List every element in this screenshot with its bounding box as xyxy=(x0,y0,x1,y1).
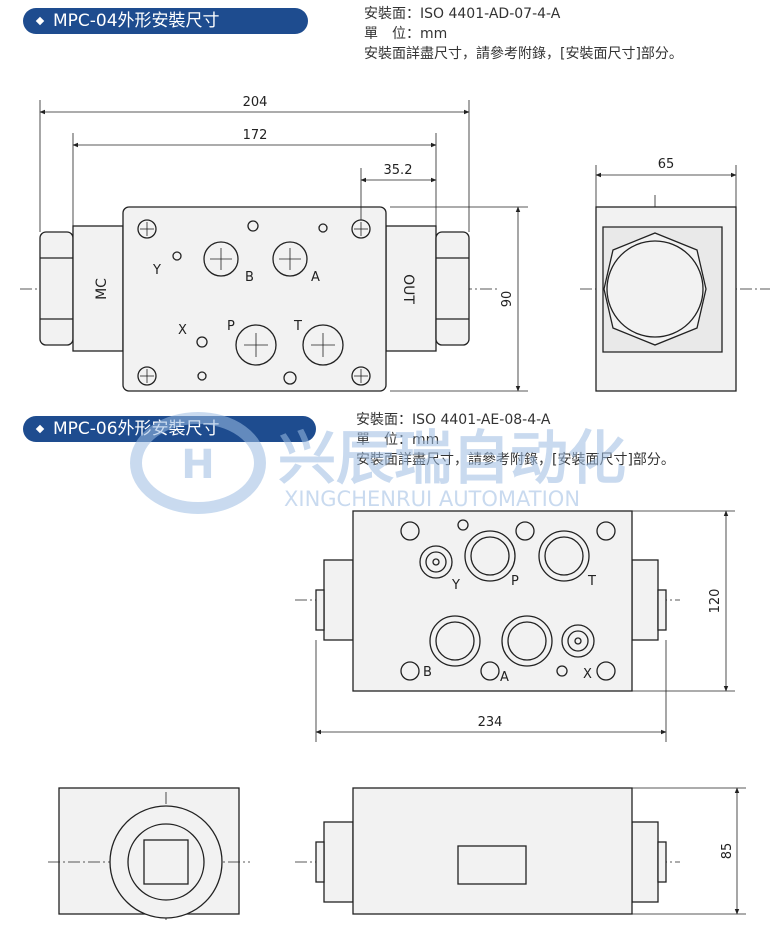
mpc04-port-x: X xyxy=(178,323,187,338)
section1-title: MPC-04外形安裝尺寸 xyxy=(53,11,220,31)
mpc04-dim-offset: 35.2 xyxy=(384,163,413,178)
mpc04-port-b: B xyxy=(245,270,254,285)
mpc04-port-labels: Y B A X P T xyxy=(152,263,320,338)
section2-spec-line-1: 安裝面：ISO 4401-AE-08-4-A xyxy=(356,412,551,428)
mpc06-side-view xyxy=(295,787,746,915)
mpc06-top-view xyxy=(295,510,735,742)
watermark: H 兴辰瑞自动化 XINGCHENRUI AUTOMATION xyxy=(130,412,626,514)
mpc04-dim-body: 172 xyxy=(243,128,268,143)
section1-spec-line-2: 單 位：mm xyxy=(364,26,448,42)
mpc06-port-x: X xyxy=(583,667,592,682)
mpc06-port-t: T xyxy=(587,574,596,589)
mpc06-port-b: B xyxy=(423,665,432,680)
section1-spec: 安裝面：ISO 4401-AD-07-4-A 單 位：mm 安裝面詳盡尺寸，請參… xyxy=(364,4,683,64)
watermark-en: XINGCHENRUI AUTOMATION xyxy=(284,487,580,511)
mpc04-dim-height: 90 xyxy=(500,291,515,308)
watermark-logo-icon xyxy=(130,412,266,514)
mpc06-dim-side-height: 85 xyxy=(720,843,735,860)
mpc04-dim-overall: 204 xyxy=(243,95,268,110)
watermark-logo-mark: H xyxy=(181,442,214,488)
mpc04-side-view xyxy=(580,165,770,392)
mpc04-port-y: Y xyxy=(152,263,161,278)
section1-spec-line-3: 安裝面詳盡尺寸，請參考附錄，[安裝面尺寸]部分。 xyxy=(364,46,683,62)
mpc04-port-p: P xyxy=(227,319,235,334)
mpc04-label-out: OUT xyxy=(400,274,416,304)
mpc06-port-a: A xyxy=(500,670,509,685)
mpc04-port-a: A xyxy=(311,270,320,285)
mpc04-front-view xyxy=(20,206,500,392)
section2-spec: 安裝面：ISO 4401-AE-08-4-A 單 位：mm 安裝面詳盡尺寸，請參… xyxy=(356,410,675,470)
mpc06-dim-height: 120 xyxy=(708,589,723,614)
mpc06-port-y: Y xyxy=(451,578,460,593)
mpc06-port-p: P xyxy=(511,574,519,589)
mpc04-dimensions xyxy=(39,100,528,392)
mpc04-port-t: T xyxy=(293,319,302,334)
section2-spec-line-3: 安裝面詳盡尺寸，請參考附錄，[安裝面尺寸]部分。 xyxy=(356,452,675,468)
section2-spec-line-2: 單 位：mm xyxy=(356,432,440,448)
watermark-cn: 兴辰瑞自动化 xyxy=(278,424,626,492)
section1-spec-line-1: 安裝面：ISO 4401-AD-07-4-A xyxy=(364,6,561,22)
mpc06-port-labels: Y P T B A X xyxy=(423,574,596,685)
mpc06-dim-length: 234 xyxy=(478,715,503,730)
mpc04-dim-side-width: 65 xyxy=(658,157,675,172)
section1-title-pill: MPC-04外形安裝尺寸 xyxy=(23,8,308,34)
mpc06-end-view xyxy=(48,787,250,920)
mpc04-label-mc: MC xyxy=(94,278,110,300)
mpc04-dimension-labels: 204 172 35.2 90 xyxy=(243,95,515,307)
